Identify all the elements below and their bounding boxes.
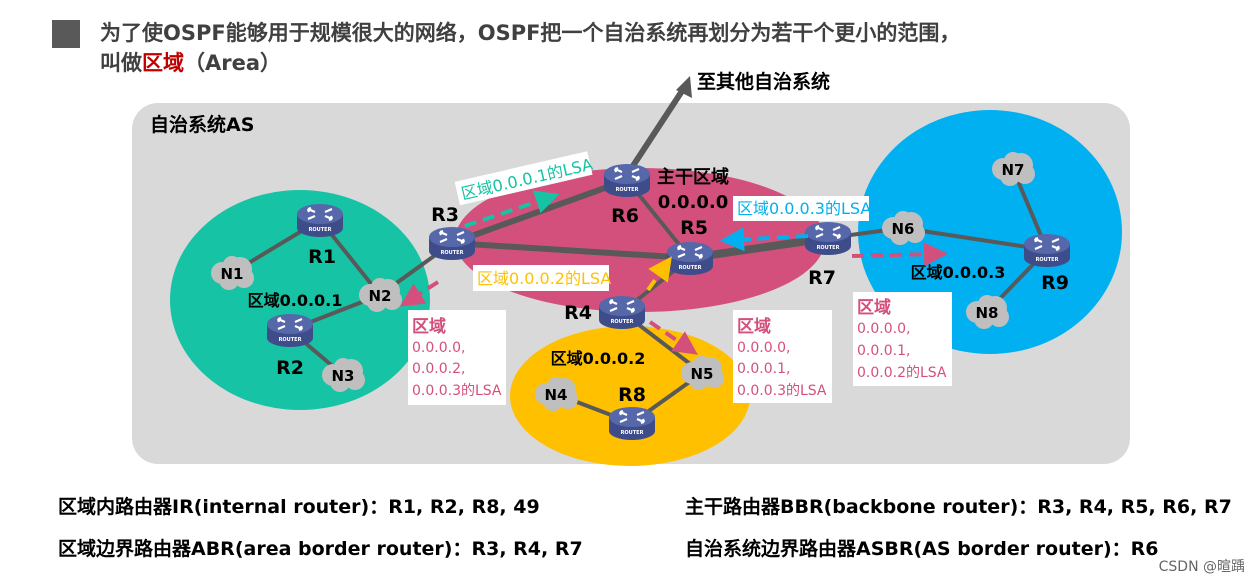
svg-text:区域: 区域 [412, 316, 446, 337]
title-highlight: 区域 [142, 51, 184, 75]
lsa-box-r7: 区域 0.0.0.0, 0.0.0.1, 0.0.0.2的LSA [853, 292, 952, 386]
svg-text:区域: 区域 [737, 316, 771, 337]
router-r6-label: R6 [611, 205, 639, 227]
area-0001-label: 区域0.0.0.1 [248, 291, 343, 310]
network-n8: N8 [966, 295, 1009, 329]
svg-text:N4: N4 [545, 386, 568, 404]
router-r6-icon [602, 162, 652, 199]
router-r9-label: R9 [1041, 272, 1069, 294]
area-0003-label: 区域0.0.0.3 [911, 263, 1006, 282]
router-r2-label: R2 [276, 357, 304, 379]
area-0001 [170, 190, 430, 410]
router-r1-label: R1 [308, 246, 336, 268]
asbr-definition: 自治系统边界路由器ASBR(AS border router)：R6 [685, 538, 1159, 560]
area-0002-label: 区域0.0.0.2 [551, 349, 646, 368]
lsa-box-r4: 区域 0.0.0.0, 0.0.0.1, 0.0.0.3的LSA [733, 310, 832, 403]
svg-text:区域0.0.0.3的LSA: 区域0.0.0.3的LSA [737, 199, 871, 218]
backbone-label: 主干区域 [657, 166, 729, 188]
page-title: 为了使OSPF能够用于规模很大的网络，OSPF把一个自治系统再划分为若干个更小的… [100, 18, 960, 78]
svg-text:0.0.0.1,: 0.0.0.1, [737, 361, 790, 377]
svg-text:0.0.0.3的LSA: 0.0.0.3的LSA [737, 383, 827, 399]
abr-definition: 区域边界路由器ABR(area border router)：R3, R4, R… [58, 538, 583, 560]
svg-text:0.0.0.2的LSA: 0.0.0.2的LSA [857, 365, 947, 381]
external-link [624, 86, 687, 177]
router-r5-label: R5 [680, 217, 708, 239]
router-r9-icon [1022, 232, 1072, 269]
svg-text:N3: N3 [332, 367, 355, 385]
router-r3-icon [427, 225, 477, 262]
as-label: 自治系统AS [150, 113, 254, 136]
router-r8-icon [607, 405, 657, 442]
lsa-label-area2: 区域0.0.0.2的LSA [473, 265, 611, 291]
title-prefix: 叫做 [100, 51, 142, 75]
svg-text:区域: 区域 [857, 297, 891, 318]
network-n5: N5 [681, 356, 724, 390]
title-line-2: 叫做区域（Area） [100, 48, 960, 78]
svg-text:区域0.0.0.2的LSA: 区域0.0.0.2的LSA [477, 269, 611, 288]
network-n3: N3 [322, 358, 365, 392]
external-label: 至其他自治系统 [697, 70, 830, 93]
svg-text:N2: N2 [369, 287, 392, 305]
router-r7-label: R7 [808, 267, 836, 289]
svg-text:0.0.0.0,: 0.0.0.0, [412, 340, 465, 356]
router-r4-icon [597, 294, 647, 331]
network-n6: N6 [882, 211, 925, 245]
router-r3-label: R3 [431, 204, 459, 226]
svg-text:0.0.0.1,: 0.0.0.1, [857, 343, 910, 359]
title-suffix: （Area） [184, 51, 282, 75]
router-labels: R1 R2 R3 R4 R5 R6 R7 R8 R9 [276, 204, 1069, 406]
svg-text:0.0.0.3的LSA: 0.0.0.3的LSA [412, 383, 502, 399]
svg-text:N7: N7 [1002, 161, 1025, 179]
svg-text:N6: N6 [892, 220, 915, 238]
router-r5-icon [665, 240, 715, 277]
network-n1: N1 [211, 256, 254, 290]
watermark: CSDN @暄踽 [1158, 559, 1245, 575]
network-n7: N7 [992, 152, 1035, 186]
svg-text:N8: N8 [976, 304, 999, 322]
svg-text:0.0.0.0,: 0.0.0.0, [737, 340, 790, 356]
lsa-box-r3: 区域 0.0.0.0, 0.0.0.2, 0.0.0.3的LSA [408, 310, 506, 405]
lsa-label-area3: 区域0.0.0.3的LSA [733, 196, 871, 221]
router-r1-icon [295, 202, 345, 239]
area-0002 [510, 326, 750, 466]
lsa-flood-arrows [399, 190, 948, 355]
title-line-1: 为了使OSPF能够用于规模很大的网络，OSPF把一个自治系统再划分为若干个更小的… [100, 21, 961, 45]
router-r4-label: R4 [564, 302, 592, 324]
external-arrow-icon [676, 76, 692, 98]
svg-text:N5: N5 [691, 365, 714, 383]
network-n4: N4 [535, 377, 578, 411]
router-r2-icon [265, 312, 315, 349]
router-r7-icon [803, 220, 853, 257]
svg-text:N1: N1 [221, 265, 244, 283]
bbr-definition: 主干路由器BBR(backbone router)：R3, R4, R5, R6… [685, 496, 1232, 518]
backbone-id: 0.0.0.0 [658, 192, 729, 213]
network-n2: N2 [359, 278, 402, 312]
svg-text:0.0.0.2,: 0.0.0.2, [412, 361, 465, 377]
svg-text:0.0.0.0,: 0.0.0.0, [857, 321, 910, 337]
bullet-square [52, 20, 80, 48]
ir-definition: 区域内路由器IR(internal router)：R1, R2, R8, 49 [58, 496, 540, 518]
router-r8-label: R8 [618, 384, 646, 406]
